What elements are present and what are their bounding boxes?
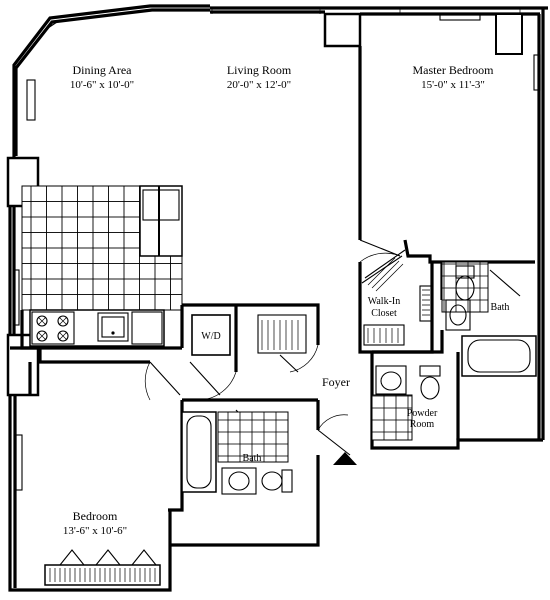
room-labels: Dining Area 10'-6" x 10'-0" Living Room … — [63, 63, 510, 537]
walk-in-closet-line2: Closet — [371, 308, 397, 319]
dining-area-name: Dining Area — [73, 63, 133, 77]
kitchen — [20, 185, 183, 350]
windows — [13, 9, 541, 491]
foyer-label: Foyer — [322, 375, 350, 389]
master-bedroom-dims: 15'-0" x 11'-3" — [421, 79, 485, 91]
powder-room-line2: Room — [410, 419, 435, 430]
powder-room — [371, 365, 441, 441]
master-bath — [441, 261, 537, 377]
bedroom-dims: 13'-6" x 10'-6" — [63, 525, 127, 537]
bedroom-window-unit — [44, 549, 161, 586]
master-bedroom-name: Master Bedroom — [413, 63, 495, 77]
columns — [6, 12, 523, 397]
entry-arrow-icon — [333, 452, 357, 465]
powder-room-line1: Powder — [407, 408, 438, 419]
main-bath — [181, 411, 293, 495]
master-bath-label: Bath — [491, 302, 510, 313]
closet-shelving — [257, 249, 433, 354]
living-room-dims: 20'-0" x 12'-0" — [227, 79, 291, 91]
dining-area-dims: 10'-6" x 10'-0" — [70, 79, 134, 91]
washer-dryer: W/D — [191, 314, 231, 356]
living-room-name: Living Room — [227, 63, 292, 77]
washer-dryer-label: W/D — [201, 331, 220, 342]
bedroom-name: Bedroom — [73, 509, 118, 523]
walk-in-closet-line1: Walk-In — [368, 296, 401, 307]
main-bath-label: Bath — [243, 453, 262, 464]
